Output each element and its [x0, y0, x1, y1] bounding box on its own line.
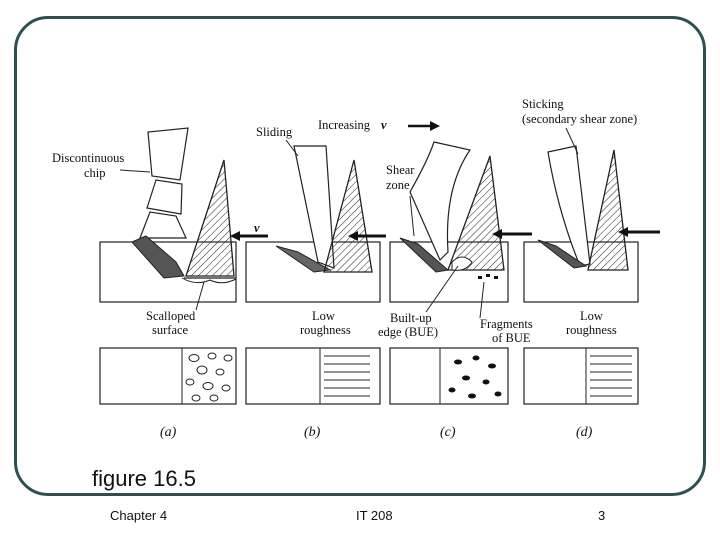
label-shear-zone: Shear zone — [386, 163, 418, 192]
surface-strip-c — [389, 347, 509, 405]
caption-a: (a) — [160, 425, 177, 440]
footer-chapter: Chapter 4 — [110, 508, 168, 523]
panel-b — [245, 145, 386, 303]
surface-strip-b — [245, 347, 381, 405]
label-scalloped-surface: Scalloped surface — [146, 309, 198, 337]
caption-d: (d) — [576, 425, 593, 440]
shear-zone-a — [131, 235, 185, 279]
figure-title: figure 16.5 — [92, 466, 196, 491]
shear-zone-d — [537, 239, 588, 269]
label-discontinuous-chip: Discontinuous chip — [52, 151, 127, 180]
tool-b — [323, 159, 373, 273]
label-sticking: Sticking (secondary shear zone) — [522, 97, 637, 126]
velocity-label-a: v — [254, 221, 260, 235]
tool-a — [185, 159, 235, 277]
label-increasing: Increasing — [318, 118, 371, 132]
label-low-roughness-b: Low roughness — [300, 309, 351, 337]
label-low-roughness-d: Low roughness — [566, 309, 617, 337]
chip-segment-a3 — [147, 127, 189, 181]
tool-c — [447, 155, 505, 271]
chip-segment-a2 — [146, 179, 183, 215]
panel-c — [389, 141, 532, 303]
panel-a: v — [99, 127, 268, 303]
panel-d — [523, 145, 660, 303]
surface-strip-d — [523, 347, 639, 405]
chip-c — [409, 141, 471, 262]
chip-segment-a1 — [139, 211, 187, 239]
label-fragments-bue: Fragments of BUE — [480, 317, 536, 345]
footer-course: IT 208 — [356, 508, 393, 523]
surface-strip-a — [99, 347, 237, 405]
label-sliding: Sliding — [256, 125, 293, 139]
footer-page-number: 3 — [598, 508, 606, 523]
label-built-up-edge: Built-up edge (BUE) — [378, 311, 438, 339]
label-increasing-v: v — [381, 118, 387, 132]
tool-d — [587, 149, 629, 271]
caption-c: (c) — [440, 425, 456, 440]
caption-b: (b) — [304, 425, 321, 440]
